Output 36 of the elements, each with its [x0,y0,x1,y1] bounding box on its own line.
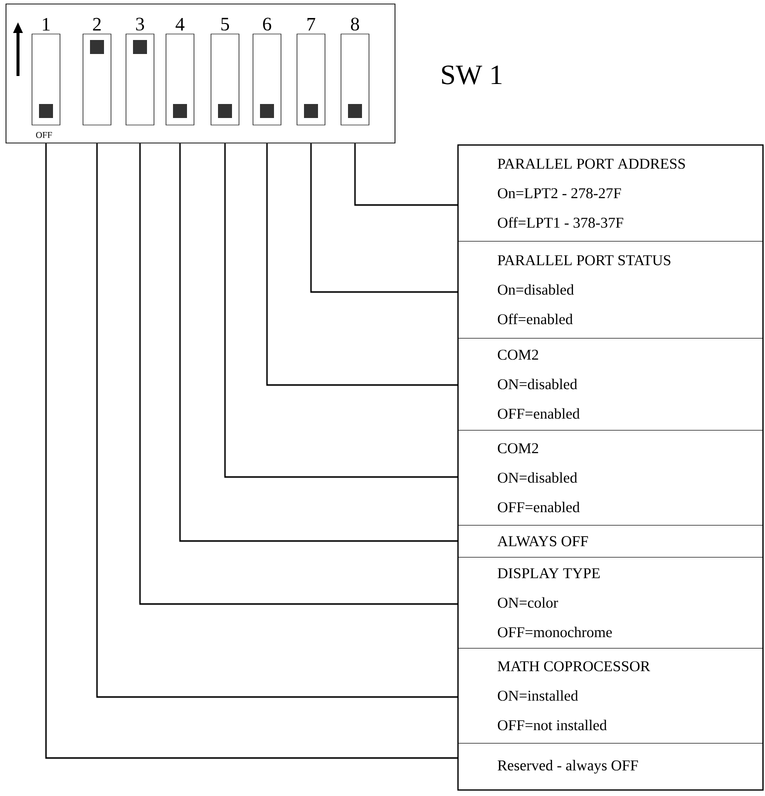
connector-line [96,143,458,698]
setting-row: COM2 ON=disabled OFF=enabled [458,430,764,526]
off-label: OFF [36,132,52,138]
dip-switch: 2 [82,18,112,126]
dip-switch: 8 [340,18,370,126]
dip-switch: 5 [210,18,240,126]
connector-line [139,143,458,605]
connector-line [310,143,458,293]
dip-switch: 1 [32,18,60,126]
switch-label: SW 1 [442,66,502,84]
node-label: 8 [350,18,360,30]
node-label: 3 [136,18,144,30]
connector-line [179,143,458,542]
setting-row: PARALLEL PORT ADDRESS On=LPT2 - 278-27F Off=LPT1 - 378-37F [458,145,764,242]
node-label: 6 [263,18,272,30]
connector-line [266,143,458,386]
setting-row: Reserved - always OFF [458,743,764,790]
setting-row: PARALLEL PORT STATUS On=disabled Off=enabled [458,241,764,338]
setting-row: ALWAYS OFF [458,525,764,558]
table-frame [457,144,764,791]
connector-line [45,143,458,759]
setting-row: COM2 ON=disabled OFF=enabled [458,338,764,430]
node-label: 5 [221,18,229,30]
node-label: 4 [176,18,184,30]
node-label: 2 [93,18,101,30]
node-label: 7 [308,18,316,30]
setting-row: DISPLAY TYPE ON=color OFF=monochrome [458,557,764,648]
dip-switch: 4 [166,18,194,126]
connector-line [354,143,458,206]
setting-row: MATH COPROCESSOR ON=installed OFF=not installed [458,648,764,744]
switch-body [6,4,396,144]
dip-switch: 3 [126,18,154,126]
dip-switch: 7 [296,18,326,126]
node-label: 1 [42,18,50,30]
dip-switch: 6 [252,18,282,126]
connector-line [224,143,458,478]
